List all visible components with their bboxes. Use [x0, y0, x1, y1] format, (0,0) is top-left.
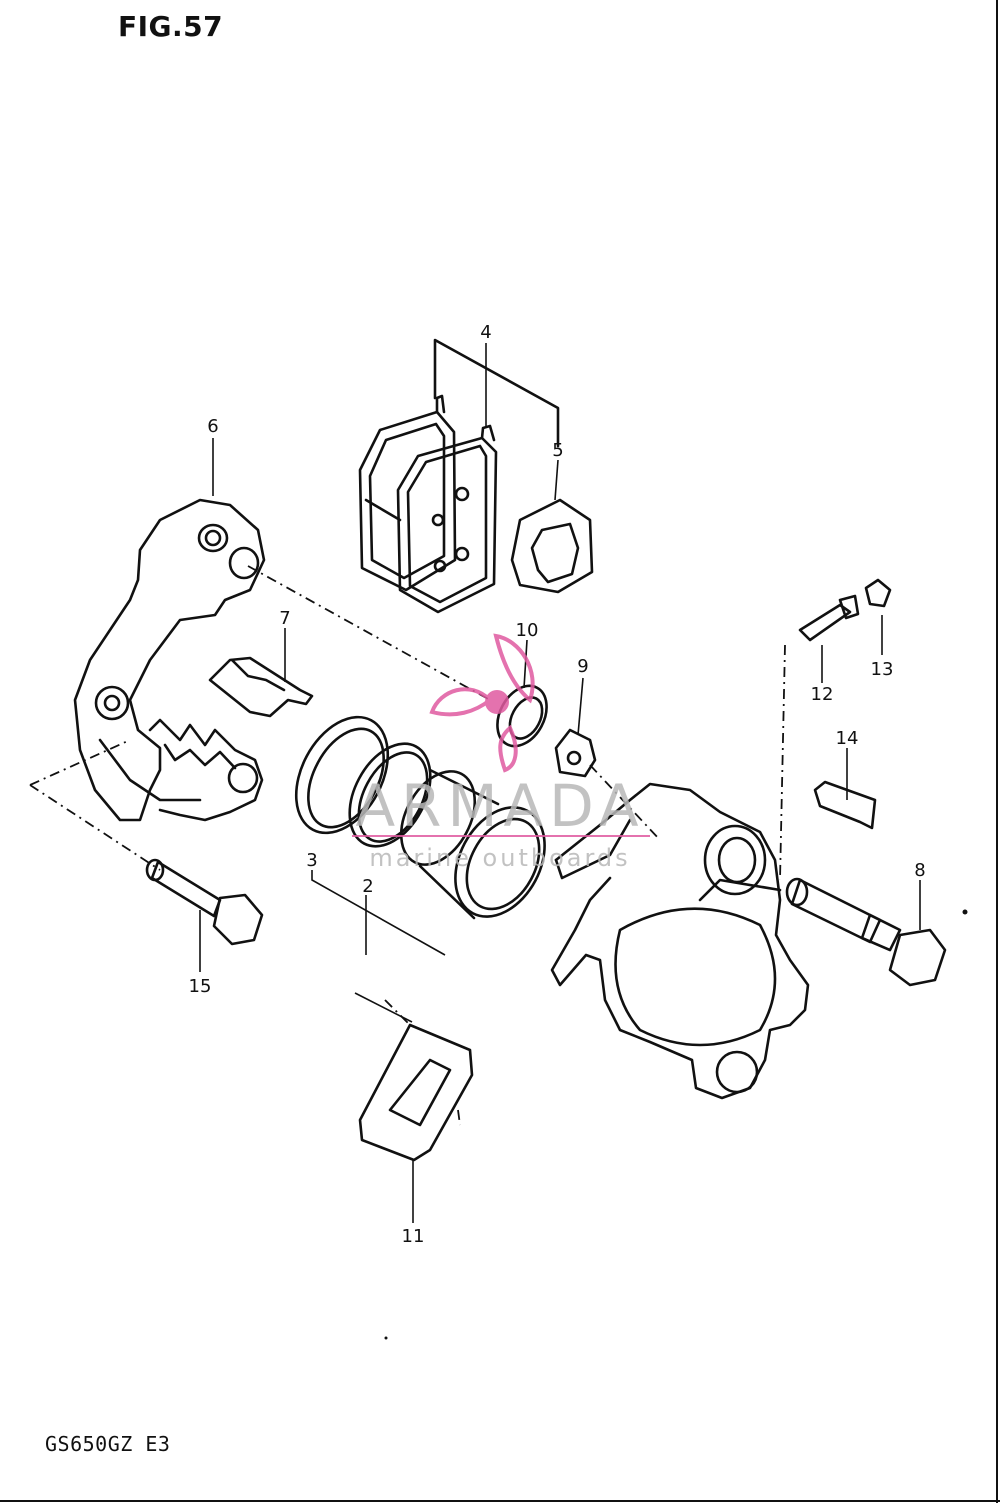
- bleeder-valve-tip: [838, 594, 860, 620]
- callout-2: 2: [362, 876, 373, 897]
- caliper-body-drawing: [550, 782, 810, 1100]
- leader-lines: [29, 565, 786, 1126]
- piston-and-seals-drawing: [294, 715, 546, 920]
- model-code: GS650GZ E3: [45, 1432, 171, 1456]
- dust-boot-inner: [508, 696, 544, 740]
- callout-13: 13: [871, 659, 894, 680]
- watermark-tagline: marine outboards: [369, 844, 630, 872]
- figure-title: FIG.57: [118, 10, 224, 43]
- watermark: ARMADA marine outboards: [352, 633, 650, 872]
- washer-drawing: [554, 728, 597, 778]
- callout-3: 3: [306, 850, 317, 871]
- callout-5: 5: [552, 440, 563, 461]
- pin-bolt-drawing: [785, 877, 947, 987]
- frame-border-bottom: [0, 1500, 1000, 1502]
- callout-leaders: [199, 343, 921, 1223]
- washer-hole: [566, 750, 582, 766]
- callout-10: 10: [516, 620, 539, 641]
- pad-retainer-window: [388, 1058, 452, 1127]
- scan-dot: [962, 909, 968, 915]
- caliper-bracket-drawing: [73, 498, 266, 822]
- mounting-bolt-drawing: [145, 858, 264, 946]
- callout-7: 7: [279, 608, 290, 629]
- scan-dot: [384, 1336, 388, 1340]
- pad-retainer-drawing: [358, 1023, 474, 1162]
- callout-11: 11: [402, 1226, 425, 1247]
- bleeder-cap-drawing: [864, 578, 892, 608]
- callout-6: 6: [207, 416, 218, 437]
- dust-boot-drawing: [496, 684, 548, 748]
- pad-plate-drawing: [813, 780, 877, 830]
- callout-9: 9: [577, 656, 588, 677]
- pad-spring-detail: [230, 658, 286, 692]
- pad-spring-drawing: [208, 656, 314, 718]
- watermark-logo: [429, 633, 535, 773]
- frame-border-right: [996, 0, 998, 1503]
- brake-pads-drawing: [358, 338, 594, 614]
- callout-14: 14: [836, 728, 859, 749]
- callout-numbers: 4 5 6 7 10 9 13 12 14 8 3 2 15 11: [189, 322, 926, 1247]
- callout-12: 12: [811, 684, 834, 705]
- callout-15: 15: [189, 976, 212, 997]
- watermark-brand: ARMADA: [355, 772, 644, 840]
- callout-4: 4: [480, 322, 491, 343]
- callout-8: 8: [914, 860, 925, 881]
- bleeder-valve-drawing: [798, 603, 852, 642]
